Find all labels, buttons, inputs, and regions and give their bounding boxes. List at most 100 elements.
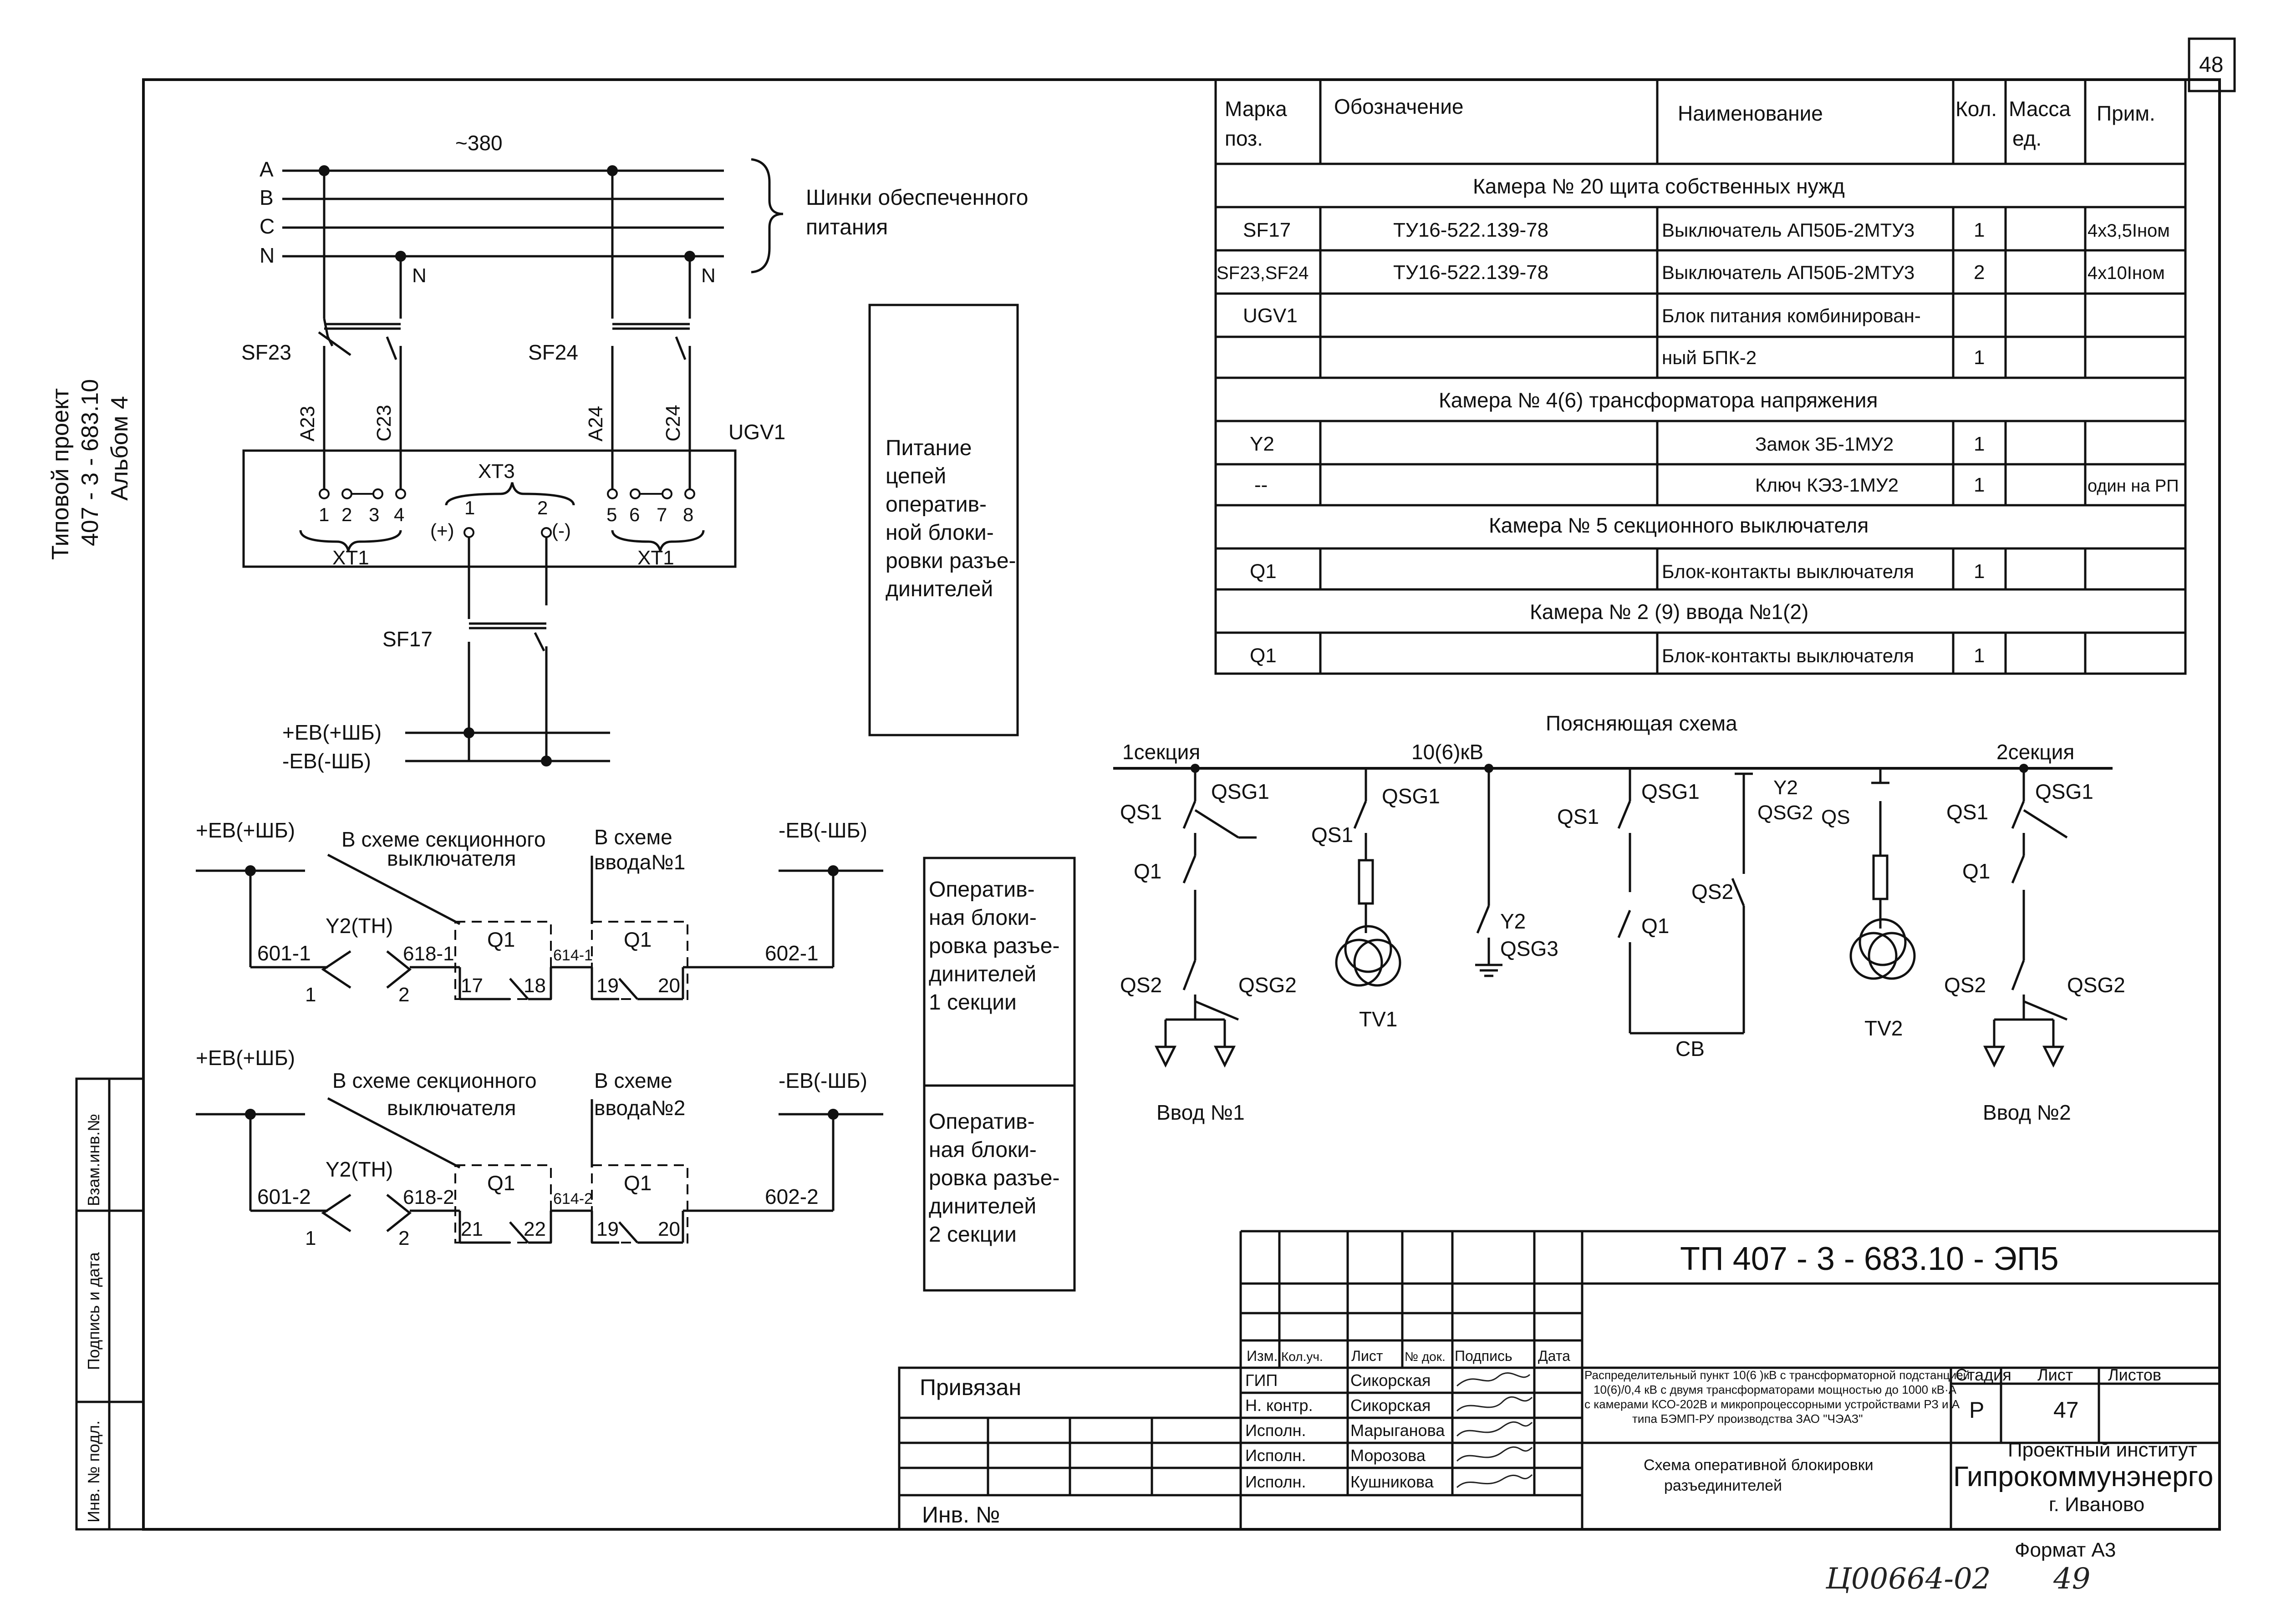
explain-volt: 10(6)кВ (1411, 740, 1483, 764)
inst-line-1: Проектный институт (2008, 1439, 2197, 1461)
privyazan: Привязан (920, 1375, 1021, 1400)
ex-qsg3: QSG3 (1500, 937, 1558, 960)
th-prim: Прим. (2097, 102, 2155, 125)
explain-sec1: 1секция (1122, 740, 1200, 764)
desc-line-4: типа БЭМП-РУ производства ЗАО "ЧЭАЗ" (1632, 1412, 1863, 1426)
term-1: 1 (319, 504, 329, 525)
ex-qs1-cb: QS1 (1557, 805, 1599, 828)
chain2-q1b: Q1 (624, 1171, 652, 1195)
role-ispoln-1: Исполн. (1245, 1421, 1306, 1440)
ex-qs1-tv1: QS1 (1311, 823, 1353, 847)
title-block: ТП 407 - 3 - 683.10 - ЭП5 Привязан Инв. … (898, 1230, 2220, 1596)
th-massa-1: Масса (2009, 97, 2071, 121)
chain1-w614: 614-1 (553, 947, 593, 964)
explain-title: Поясняющая схема (1546, 711, 1737, 735)
note-power-l4: ной блоки- (886, 521, 994, 545)
row11-mark: Q1 (1250, 645, 1277, 667)
sheet-value: 47 (2053, 1397, 2079, 1423)
ex-qsg1-b: QSG1 (2035, 780, 2093, 803)
chain2-q1a: Q1 (487, 1171, 515, 1195)
chain1-c18: 18 (524, 974, 546, 997)
chain1-n2: 2 (398, 984, 409, 1006)
role-ispoln-2: Исполн. (1245, 1446, 1306, 1465)
chain1-ev-minus: -ЕВ(-ШБ) (779, 818, 867, 842)
chain1-w602: 602-1 (765, 941, 819, 965)
sheet-head: Лист (2037, 1365, 2073, 1384)
row1-desig: ТУ16-522.139-78 (1393, 219, 1548, 241)
chain1-c20: 20 (658, 974, 680, 997)
row7-note: один на РП (2088, 477, 2179, 496)
a23-label: A23 (296, 406, 319, 442)
desc-line-2: 10(6)/0,4 кВ с двумя трансформаторами мо… (1594, 1383, 1957, 1396)
note-b1-l4: динителей (929, 962, 1036, 986)
xt3-label: XT3 (478, 460, 515, 482)
col-ndok: № док. (1405, 1350, 1446, 1364)
term-6: 6 (629, 504, 640, 525)
sheet-title-2: разъединителей (1664, 1477, 1782, 1494)
note-power: Питание цепей оператив- ной блоки- ровки… (886, 436, 1016, 601)
ex-cb: СВ (1675, 1037, 1705, 1061)
ex-vvod2: Ввод №2 (1983, 1101, 2071, 1124)
col-podpis: Подпись (1455, 1348, 1512, 1364)
c24-label: C24 (662, 405, 684, 442)
row6-mark: Y2 (1250, 433, 1274, 455)
xt1-left: XT1 (332, 547, 369, 569)
bus-n: N (260, 244, 275, 267)
vzam-inv-label: Взам.инв.№ (84, 1114, 103, 1206)
interlock-chain-2: +ЕВ(+ШБ) -ЕВ(-ШБ) В схеме секционного вы… (196, 1046, 883, 1249)
chain2-w618: 618-2 (403, 1186, 454, 1208)
term-8: 8 (683, 504, 693, 525)
chain2-ev-plus: +ЕВ(+ШБ) (196, 1046, 295, 1070)
sf24-label: SF24 (528, 340, 578, 364)
note-b1-l2: ная блоки- (929, 906, 1037, 930)
section-row-1: Камера № 20 щита собственных нужд (1473, 174, 1845, 198)
row1-note: 4х3,5Iном (2088, 221, 2170, 241)
chain2-sect-l2: выключателя (387, 1096, 516, 1120)
term-2: 2 (341, 504, 352, 525)
ex-vvod1: Ввод №1 (1156, 1101, 1245, 1124)
note-power-l3: оператив- (886, 492, 987, 517)
ev-plus-bus: +ЕВ(+ШБ) (282, 721, 382, 744)
minus-mark: (-) (552, 520, 571, 541)
chain2-c21: 21 (461, 1218, 483, 1240)
ex-qsg2-b: QSG2 (2067, 973, 2125, 997)
col-data: Дата (1538, 1348, 1570, 1364)
chain1-vvod-l1: В схеме (594, 825, 672, 849)
name-1: Сикорская (1350, 1371, 1431, 1390)
desc-line-1: Распределительный пункт 10(6 )кВ с транс… (1584, 1368, 1970, 1382)
section-row-2: Камера № 4(6) трансформатора напряжения (1439, 388, 1878, 412)
chain1-y2: Y2(ТН) (326, 914, 393, 938)
format-label: Формат А3 (2015, 1539, 2116, 1561)
xt1-right: XT1 (637, 547, 674, 569)
note-block2: Оператив- ная блоки- ровка разъе- дините… (929, 1110, 1059, 1247)
name-3: Марыганова (1350, 1421, 1445, 1440)
col-koluch: Кол.уч. (1281, 1350, 1323, 1364)
album: Альбом 4 (107, 396, 133, 501)
role-ispoln-3: Исполн. (1245, 1472, 1306, 1491)
term-5: 5 (606, 504, 617, 525)
row9-name: Блок-контакты выключателя (1662, 561, 1914, 582)
ex-qs2-b: QS2 (1944, 973, 1986, 997)
ex-qsg2-a: QSG2 (1238, 973, 1297, 997)
th-massa-2: ед. (2012, 127, 2042, 150)
bus-note-1: Шинки обеспеченного (806, 186, 1028, 210)
note-b2-l3: ровка разъе- (929, 1166, 1059, 1190)
chain2-n2: 2 (398, 1227, 409, 1249)
plus-mark: (+) (430, 520, 454, 541)
chain1-w618: 618-1 (403, 943, 454, 965)
handwritten-num: 49 (2053, 1562, 2090, 1596)
row3-name: Блок питания комбинирован- (1662, 305, 1921, 326)
ex-qsg2-cb: QSG2 (1757, 802, 1813, 824)
note-b2-l2: ная блоки- (929, 1138, 1037, 1162)
ex-y2-cb: Y2 (1773, 776, 1798, 799)
n-mark-2: N (701, 264, 716, 287)
ex-q1-cb: Q1 (1641, 914, 1669, 938)
note-b2-l1: Оператив- (929, 1110, 1035, 1134)
note-b1-l5: 1 секции (929, 990, 1017, 1015)
sf17-label: SF17 (382, 627, 433, 651)
supply-scheme: ~380 A B C N (241, 131, 1028, 773)
ugv1-label: UGV1 (728, 420, 785, 444)
sheet-title-1: Схема оперативной блокировки (1644, 1457, 1874, 1474)
bus-note-2: питания (806, 215, 888, 239)
